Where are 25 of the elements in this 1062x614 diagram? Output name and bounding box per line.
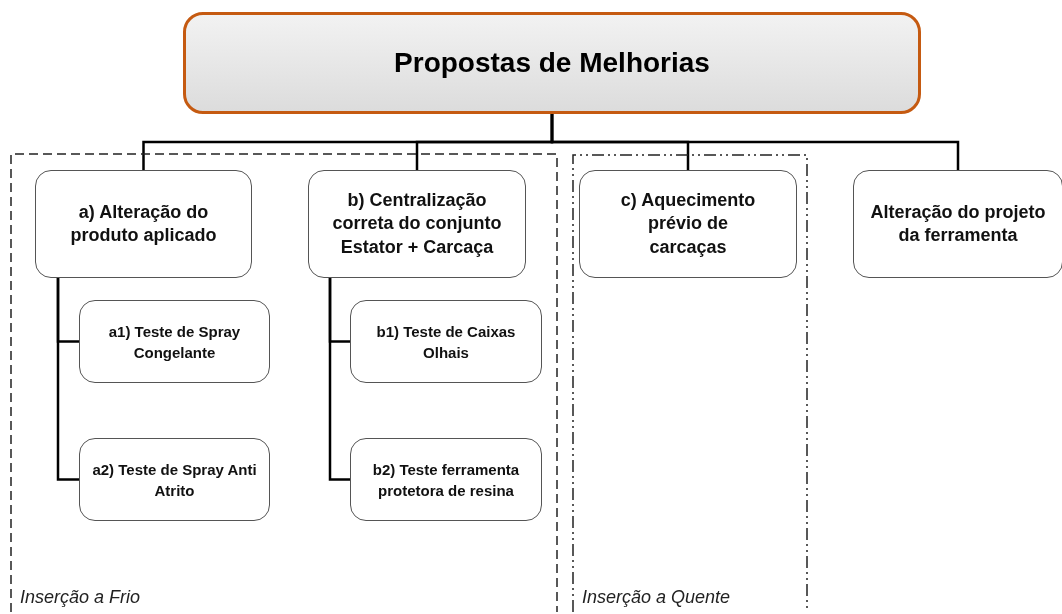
process-box bbox=[350, 300, 542, 383]
box-text: b1) Teste de Caixas Olhais bbox=[375, 321, 517, 363]
box-text: a1) Teste de Spray Congelante bbox=[107, 321, 242, 363]
box-text: a) Alteração do produto aplicado bbox=[69, 200, 218, 247]
process-box bbox=[79, 300, 270, 383]
connector-line bbox=[56, 278, 79, 481]
box-text: a2) Teste de Spray Anti Atrito bbox=[91, 459, 258, 501]
box-text: c) Aquecimento prévio de carcaças bbox=[619, 188, 757, 259]
title-box bbox=[183, 12, 921, 114]
process-box bbox=[308, 170, 526, 278]
region-label: Inserção a Quente bbox=[582, 587, 731, 608]
title-text: Propostas de Melhorias bbox=[394, 47, 710, 79]
grouping-region bbox=[573, 155, 807, 612]
box-text: b) Centralização correta do conjunto Estator + Carcaça bbox=[331, 188, 503, 259]
box-text: b2) Teste ferramenta protetora de resina bbox=[371, 459, 521, 501]
connector-line bbox=[328, 278, 350, 481]
process-box bbox=[350, 438, 542, 521]
process-box bbox=[853, 170, 1062, 278]
process-box bbox=[79, 438, 270, 521]
grouping-region bbox=[11, 154, 557, 612]
region-label: Inserção a Frio bbox=[20, 587, 141, 608]
process-box bbox=[35, 170, 252, 278]
connector-line bbox=[550, 114, 960, 170]
process-box bbox=[579, 170, 797, 278]
box-text: Alteração do projeto da ferramenta bbox=[869, 200, 1047, 247]
